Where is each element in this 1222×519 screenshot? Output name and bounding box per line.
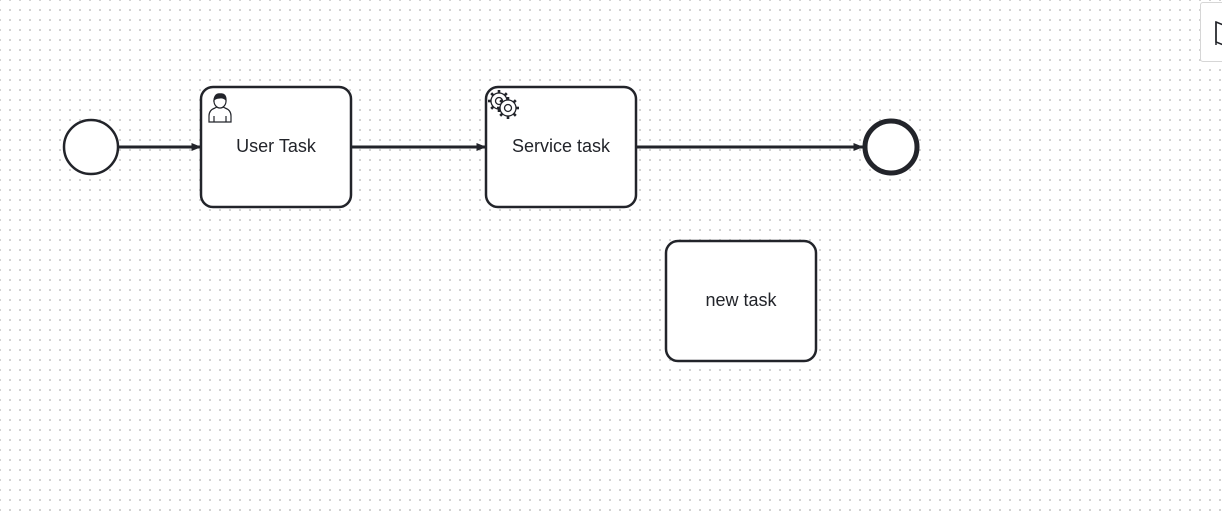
user-task[interactable]: User Task bbox=[199, 85, 353, 209]
end-event[interactable] bbox=[862, 118, 920, 176]
service-task-label: Service task bbox=[512, 136, 611, 156]
new-task-label: new task bbox=[705, 290, 777, 310]
gear-icon bbox=[488, 90, 519, 119]
start-event[interactable] bbox=[62, 118, 120, 176]
new-task[interactable]: new task bbox=[664, 239, 818, 363]
user-task-label: User Task bbox=[236, 136, 317, 156]
panel-toggle-icon bbox=[1215, 21, 1222, 46]
service-task[interactable]: Service task bbox=[484, 85, 638, 209]
user-icon bbox=[208, 93, 232, 123]
panel-toggle-button[interactable] bbox=[1200, 2, 1222, 62]
